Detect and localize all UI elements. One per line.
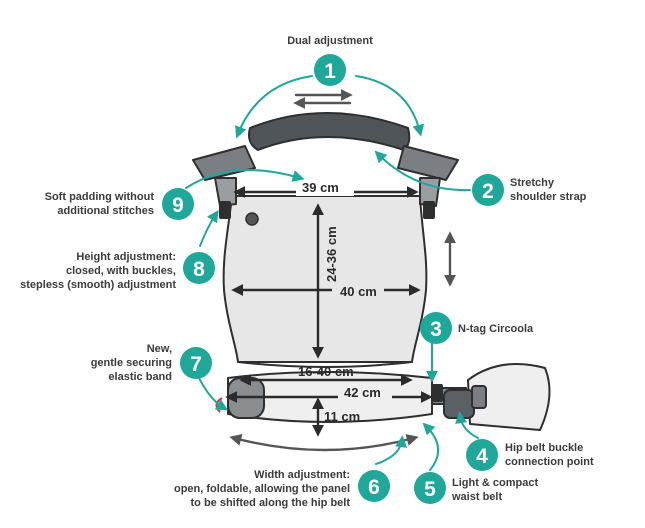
circle-number-badge: 3 bbox=[420, 312, 452, 344]
circle-number-badge: 2 bbox=[472, 174, 504, 206]
right-side-buckle bbox=[423, 201, 435, 219]
dimension-lines bbox=[225, 186, 433, 437]
circle-number-badge: 1 bbox=[314, 54, 346, 86]
hip-buckle bbox=[443, 389, 475, 419]
right-shoulder-strap bbox=[397, 145, 459, 181]
callout-8-label: closed, with buckles, bbox=[66, 265, 176, 277]
svg-text:5: 5 bbox=[424, 478, 436, 501]
dim-top-width: 39 cm bbox=[302, 180, 339, 195]
svg-text:9: 9 bbox=[172, 194, 184, 217]
dim-bottom-width: 16-40 cm bbox=[298, 364, 354, 379]
teal-curved-arrow bbox=[375, 435, 408, 465]
callout-4-label: Hip belt buckle bbox=[505, 442, 583, 454]
callout-8-label: stepless (smooth) adjustment bbox=[20, 279, 176, 291]
circle-number-badge: 6 bbox=[358, 470, 390, 502]
adjustment-arrows bbox=[229, 89, 456, 452]
svg-text:6: 6 bbox=[368, 476, 380, 499]
callout-2-label: shoulder strap bbox=[510, 191, 587, 203]
callout-2-label: Stretchy bbox=[510, 177, 555, 189]
teal-curved-arrow bbox=[455, 411, 479, 439]
callout-6-label: Width adjustment: bbox=[254, 469, 350, 481]
svg-text:1: 1 bbox=[324, 60, 336, 83]
teal-curved-arrow bbox=[185, 169, 305, 189]
panel-seam-dot bbox=[245, 212, 259, 226]
circle-number-badge: 8 bbox=[183, 252, 215, 284]
right-strap-down bbox=[419, 177, 441, 207]
callout-5-label: waist belt bbox=[451, 491, 502, 503]
svg-text:7: 7 bbox=[190, 353, 202, 376]
teal-curved-arrow bbox=[355, 75, 425, 137]
callout-7-label: New, bbox=[147, 343, 172, 355]
callout-7-label: gentle securing bbox=[91, 357, 172, 369]
dim-mid-width: 40 cm bbox=[340, 284, 377, 299]
callout-4-label: connection point bbox=[505, 456, 594, 468]
callout-6-label: to be shifted along the hip belt bbox=[191, 497, 351, 509]
left-strap-down bbox=[214, 177, 237, 207]
callout-3-label: N-tag Circoola bbox=[458, 323, 534, 335]
teal-curved-arrow bbox=[197, 375, 229, 411]
panel-bottom-curve bbox=[237, 361, 413, 368]
svg-text:8: 8 bbox=[193, 258, 205, 281]
teal-curved-arrow bbox=[374, 150, 471, 192]
teal-curved-arrow bbox=[235, 75, 313, 139]
callout-8-label: Height adjustment: bbox=[76, 251, 176, 263]
svg-text:3: 3 bbox=[430, 318, 442, 341]
dim-height: 24-36 cm bbox=[324, 226, 339, 282]
callout-labels: Dual adjustment Stretchy shoulder strap … bbox=[20, 35, 594, 509]
dimension-labels: 39 cm 24-36 cm 40 cm 16-40 cm 42 cm 11 c… bbox=[296, 180, 392, 424]
circle-number-badge: 7 bbox=[180, 347, 212, 379]
callout-5-label: Light & compact bbox=[452, 477, 539, 489]
left-shoulder-strap bbox=[192, 145, 256, 181]
hip-belt-panel bbox=[467, 363, 551, 431]
carrier-illustration bbox=[192, 112, 551, 431]
teal-curved-arrow bbox=[199, 210, 219, 247]
svg-text:4: 4 bbox=[476, 445, 488, 468]
teal-curved-arrow bbox=[422, 422, 439, 471]
callout-9-label: additional stitches bbox=[57, 205, 154, 217]
callout-6-label: open, foldable, allowing the panel bbox=[174, 483, 350, 495]
callout-7-label: elastic band bbox=[108, 371, 172, 383]
dim-belt-height: 11 cm bbox=[324, 409, 360, 424]
svg-text:2: 2 bbox=[482, 180, 494, 203]
number-badges: 1 2 3 4 5 6 7 8 bbox=[162, 54, 504, 504]
callout-1-label: Dual adjustment bbox=[287, 35, 373, 47]
dim-belt-width: 42 cm bbox=[344, 385, 381, 400]
n-tag bbox=[431, 384, 443, 402]
circle-number-badge: 5 bbox=[414, 472, 446, 504]
circle-number-badge: 4 bbox=[466, 439, 498, 471]
hip-buckle-clip bbox=[471, 385, 487, 409]
callout-arrows bbox=[185, 75, 479, 471]
headrest bbox=[248, 112, 411, 151]
circle-number-badge: 9 bbox=[162, 188, 194, 220]
callout-9-label: Soft padding without bbox=[45, 191, 155, 203]
left-side-buckle bbox=[219, 201, 231, 219]
